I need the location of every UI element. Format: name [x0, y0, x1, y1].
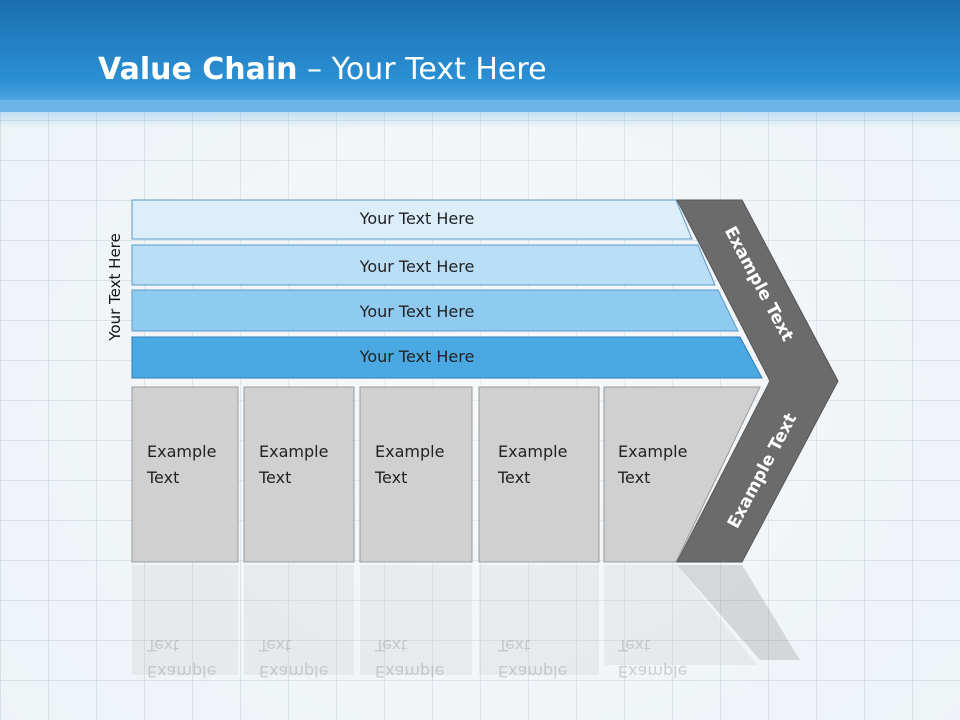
- box-reflection-3: Example Text: [375, 636, 445, 681]
- box-reflection-5: Example Text: [618, 636, 688, 681]
- slide-title: Value Chain – Your Text Here: [98, 52, 547, 87]
- bar-2[interactable]: [131, 244, 716, 286]
- box-label-5: Example Text: [618, 442, 688, 487]
- bar-3[interactable]: [131, 289, 739, 332]
- box-label-4: Example Text: [498, 442, 568, 487]
- box-reflection-2: Example Text: [259, 636, 329, 681]
- box-2[interactable]: [243, 386, 355, 563]
- bar-4[interactable]: [131, 336, 763, 379]
- title-bar: [0, 0, 960, 112]
- boxes-reflection: [132, 565, 800, 675]
- box-4[interactable]: [478, 386, 600, 563]
- title-rest: – Your Text Here: [297, 52, 547, 87]
- bar-label-2: Your Text Here: [359, 257, 475, 276]
- title-bold: Value Chain: [98, 52, 298, 87]
- bar-1[interactable]: [131, 199, 693, 240]
- bar-label-1: Your Text Here: [359, 209, 475, 228]
- bar-label-3: Your Text Here: [359, 302, 475, 321]
- box-label-1: Example Text: [147, 442, 217, 487]
- box-1[interactable]: [131, 386, 239, 563]
- bar-label-4: Your Text Here: [359, 347, 475, 366]
- side-label: Your Text Here: [106, 233, 124, 341]
- box-3[interactable]: [359, 386, 473, 563]
- chevron-arrow[interactable]: [676, 199, 839, 563]
- box-label-3: Example Text: [375, 442, 445, 487]
- box-reflection-4: Example Text: [498, 636, 568, 681]
- box-5[interactable]: [603, 386, 761, 563]
- title-bar-fade: [0, 100, 960, 128]
- box-reflection-1: Example Text: [147, 636, 217, 681]
- box-label-2: Example Text: [259, 442, 329, 487]
